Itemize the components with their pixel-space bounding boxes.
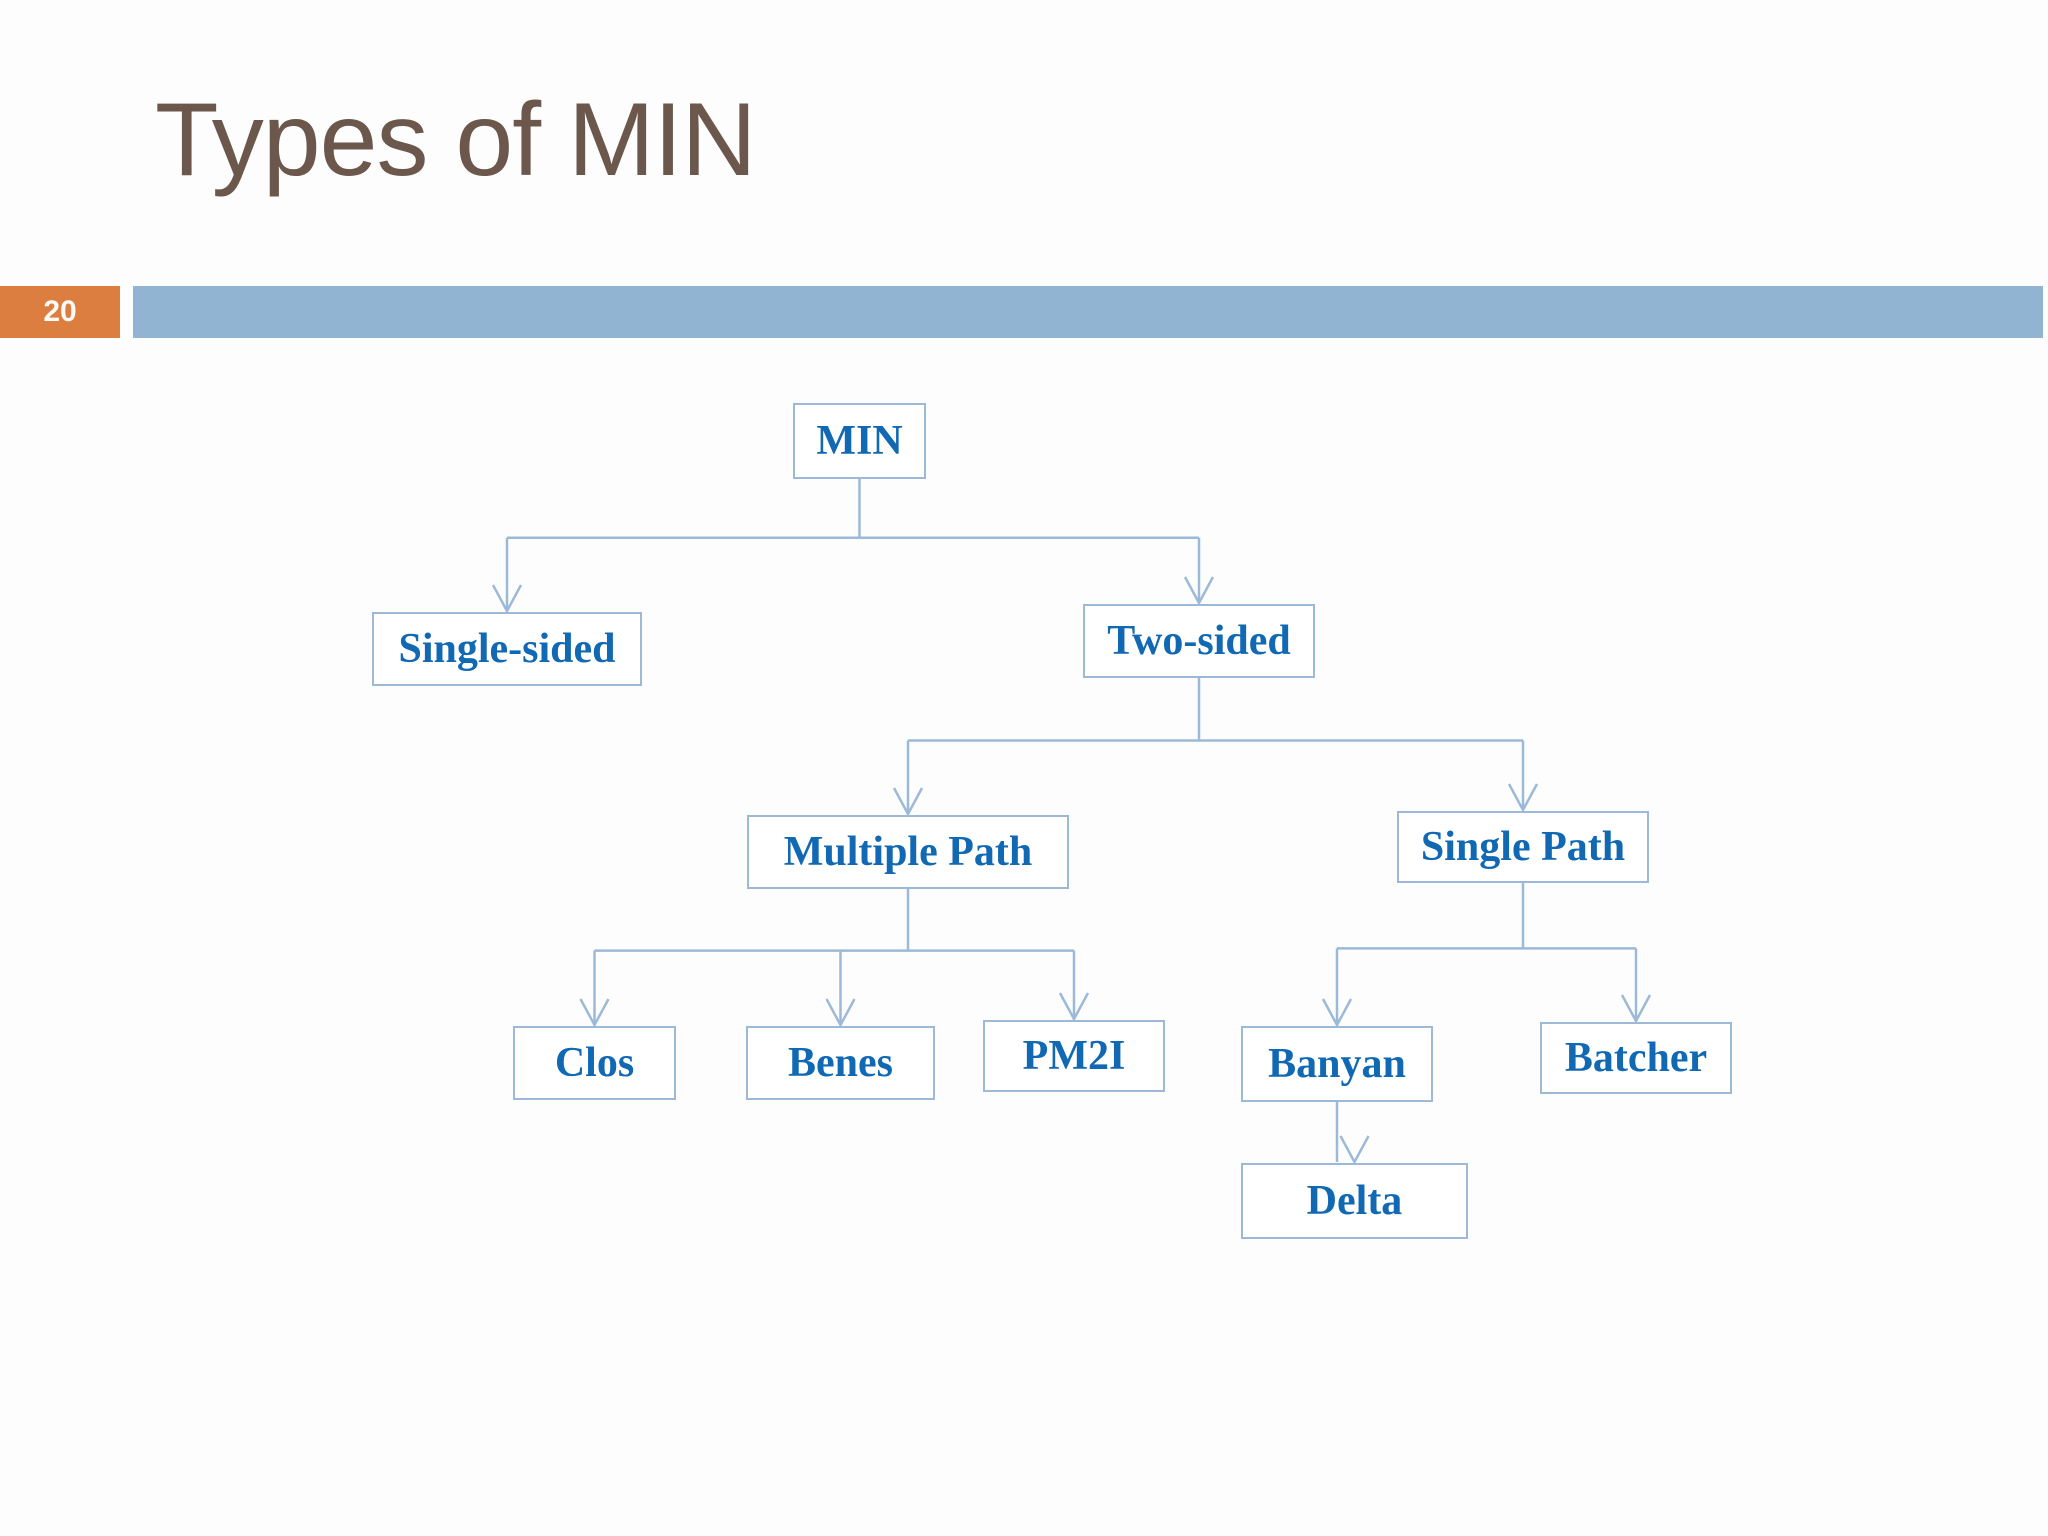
tree-node-two-sided: Two-sided	[1083, 604, 1315, 678]
tree-node-label: Single-sided	[398, 626, 616, 672]
tree-node-pm2i: PM2I	[983, 1020, 1165, 1092]
tree-node-banyan: Banyan	[1241, 1026, 1433, 1102]
tree-node-single-sided: Single-sided	[372, 612, 642, 686]
tree-node-multiple-path: Multiple Path	[747, 815, 1069, 889]
slide-number-badge: 20	[0, 286, 120, 338]
tree-node-benes: Benes	[746, 1026, 935, 1100]
tree-node-label: Clos	[554, 1040, 635, 1086]
tree-node-single-path: Single Path	[1397, 811, 1649, 883]
tree-node-label: Multiple Path	[783, 829, 1033, 875]
tree-node-label: Benes	[788, 1040, 893, 1086]
tree-node-label: Delta	[1306, 1178, 1403, 1224]
tree-node-clos: Clos	[513, 1026, 676, 1100]
tree-node-delta: Delta	[1241, 1163, 1468, 1239]
slide-number-text: 20	[43, 295, 77, 328]
tree-node-label: MIN	[816, 418, 903, 464]
tree-node-label: PM2I	[1022, 1033, 1126, 1079]
tree-node-min: MIN	[793, 403, 926, 479]
tree-node-batcher: Batcher	[1540, 1022, 1732, 1094]
tree-node-label: Batcher	[1564, 1035, 1708, 1081]
tree-node-label: Banyan	[1268, 1041, 1406, 1087]
tree-node-label: Single Path	[1420, 824, 1626, 870]
header-accent-bar	[133, 286, 2043, 338]
tree-node-label: Two-sided	[1107, 618, 1291, 664]
page-title: Types of MIN	[155, 82, 757, 198]
